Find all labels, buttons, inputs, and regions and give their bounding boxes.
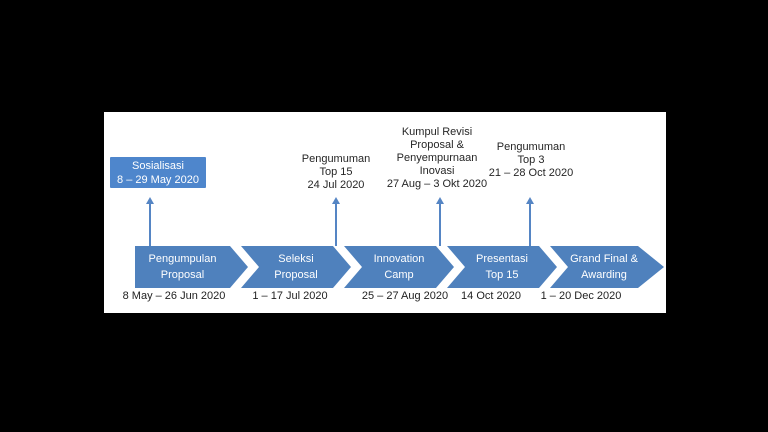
- arrow-shaft: [335, 204, 337, 246]
- timeline-stage-grand-final-awarding: Grand Final & Awarding: [550, 246, 664, 288]
- timeline-stage-seleksi-proposal: Seleksi Proposal: [241, 246, 351, 288]
- milestone-box-sosialisasi: Sosialisasi 8 – 29 May 2020: [110, 157, 206, 188]
- annotation-line: Inovasi: [419, 165, 455, 177]
- annotation-line: 24 Jul 2020: [307, 179, 365, 191]
- annotation-kumpul-revisi: Kumpul Revisi Proposal & Penyempurnaan I…: [367, 126, 507, 191]
- annotation-line: Pengumuman: [496, 141, 566, 153]
- annotation-line: Kumpul Revisi: [401, 126, 473, 138]
- stage-label-line: Proposal: [160, 269, 205, 281]
- stage-label-line: Proposal: [274, 269, 318, 281]
- arrow-shaft: [529, 204, 531, 246]
- stage-label-line: Pengumpulan: [148, 253, 217, 265]
- timeline-slide-panel: Sosialisasi 8 – 29 May 2020 Pengumuman T…: [104, 112, 666, 313]
- up-arrow-icon: [435, 197, 445, 246]
- annotation-line: Proposal &: [410, 139, 464, 151]
- stage-label-line: Top 15: [485, 269, 519, 281]
- annotation-pengumuman-top15: Pengumuman Top 15 24 Jul 2020: [271, 153, 401, 192]
- stage-label-line: Camp: [384, 269, 414, 281]
- arrow-head: [526, 197, 534, 204]
- stage-label-line: Grand Final &: [570, 253, 638, 265]
- stage-date: 25 – 27 Aug 2020: [361, 290, 449, 302]
- stage-date: 1 – 17 Jul 2020: [252, 290, 328, 302]
- timeline-stage-presentasi-top15: Presentasi Top 15: [447, 246, 557, 288]
- arrow-head: [332, 197, 340, 204]
- stage-label-line: Awarding: [581, 269, 627, 281]
- stage-label-line: Innovation: [373, 253, 425, 265]
- milestone-box-title: Sosialisasi: [132, 159, 184, 172]
- stage-label-line: Presentasi: [476, 253, 528, 265]
- stage-date: 14 Oct 2020: [461, 290, 521, 302]
- up-arrow-icon: [145, 197, 155, 246]
- annotation-line: Penyempurnaan: [396, 152, 478, 164]
- up-arrow-icon: [525, 197, 535, 246]
- arrow-head: [436, 197, 444, 204]
- arrow-head: [146, 197, 154, 204]
- arrow-shaft: [149, 204, 151, 246]
- stage-label-line: Seleksi: [278, 253, 314, 265]
- annotation-pengumuman-top3: Pengumuman Top 3 21 – 28 Oct 2020: [461, 141, 601, 180]
- up-arrow-icon: [331, 197, 341, 246]
- annotation-line: 21 – 28 Oct 2020: [488, 167, 574, 179]
- timeline-stage-pengumpulan-proposal: Pengumpulan Proposal: [135, 246, 248, 288]
- stage-date: 8 May – 26 Jun 2020: [122, 290, 226, 302]
- arrow-shaft: [439, 204, 441, 246]
- stage-date: 1 – 20 Dec 2020: [540, 290, 622, 302]
- annotation-line: Top 3: [517, 154, 545, 166]
- annotation-line: 27 Aug – 3 Okt 2020: [386, 178, 488, 190]
- timeline-stage-innovation-camp: Innovation Camp: [344, 246, 454, 288]
- annotation-line: Pengumuman: [301, 153, 371, 165]
- annotation-line: Top 15: [319, 166, 353, 178]
- milestone-box-date: 8 – 29 May 2020: [117, 173, 199, 186]
